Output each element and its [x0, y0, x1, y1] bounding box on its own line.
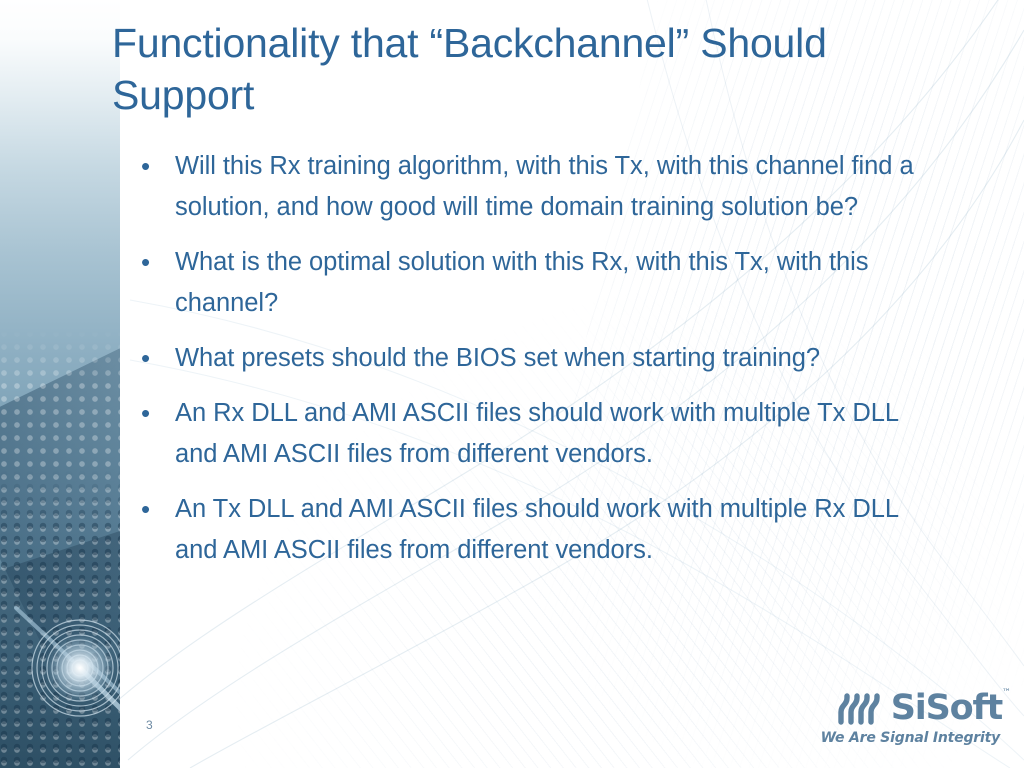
bullet-text: Will this Rx training algorithm, with th…: [175, 152, 914, 221]
ripple-circle-motif: [14, 606, 120, 717]
bullet-marker-icon: •: [141, 151, 151, 181]
list-item: • What is the optimal solution with this…: [135, 242, 925, 324]
bullet-text: What is the optimal solution with this R…: [175, 248, 869, 317]
list-item: • What presets should the BIOS set when …: [135, 338, 925, 379]
bullet-text: An Tx DLL and AMI ASCII files should wor…: [175, 495, 899, 564]
list-item: • Will this Rx training algorithm, with …: [135, 146, 925, 228]
bullet-marker-icon: •: [141, 494, 151, 524]
bullet-marker-icon: •: [141, 247, 151, 277]
list-item: • An Rx DLL and AMI ASCII files should w…: [135, 393, 925, 475]
bullet-marker-icon: •: [141, 343, 151, 373]
trademark-symbol: ™: [1002, 688, 1011, 698]
slide-title: Functionality that “Backchannel” Should …: [112, 20, 827, 118]
left-decorative-band: [0, 0, 120, 768]
logo-tagline: We Are Signal Integrity: [820, 730, 1001, 746]
logo-wordmark-text: SiSoft: [890, 688, 1003, 728]
bullet-text: An Rx DLL and AMI ASCII files should wor…: [175, 399, 899, 468]
band-halftone-dots-dark: [0, 470, 120, 768]
sisoft-logo: SiSoft ™ We Are Signal Integrity: [802, 688, 1011, 747]
bullet-text: What presets should the BIOS set when st…: [175, 344, 820, 372]
list-item: • An Tx DLL and AMI ASCII files should w…: [135, 489, 925, 571]
bullet-marker-icon: •: [141, 398, 151, 428]
bullet-list: • Will this Rx training algorithm, with …: [135, 146, 925, 585]
logo-main-row: SiSoft ™: [802, 688, 1011, 728]
slide-number: 3: [146, 718, 153, 732]
logo-wordmark-wrapper: SiSoft ™: [890, 688, 1011, 728]
sisoft-wave-bars-icon: [838, 692, 880, 725]
